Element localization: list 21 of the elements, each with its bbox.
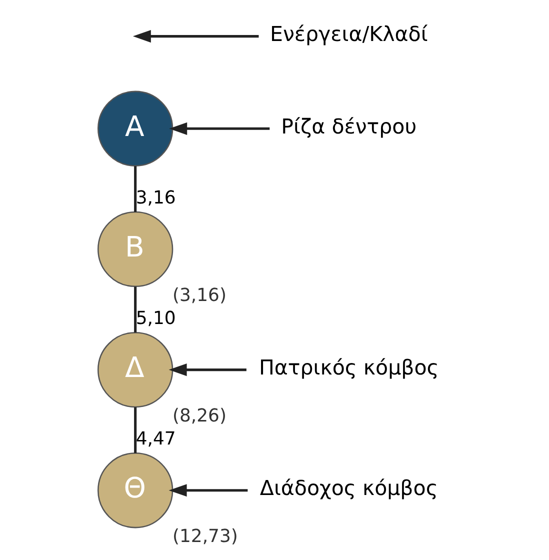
node-circle: A [97,90,174,166]
node-circle: B [97,211,174,288]
edge-label: 4,47 [136,428,176,450]
edge-label: 3,16 [136,187,176,208]
arrow [132,30,259,43]
connector [134,407,137,454]
arrow [168,484,248,497]
node-text: Ρίζα δέντρου [281,114,417,139]
node-label: (12,73) [172,526,238,547]
connector [134,166,137,212]
connector [134,286,137,333]
node-circle: Δ [97,332,174,408]
node-label: (8,26) [172,405,226,426]
node-text: Πατρικός κόμβος [258,356,439,380]
arrow [168,364,246,376]
node-label: (3,16) [172,284,226,306]
node-text: Ενέργεια/Κλαδί [270,22,428,46]
arrow [169,122,270,135]
node-text: Διάδοχος κόμβος [260,476,438,500]
node-circle: Θ [97,452,174,528]
edge-label: 5,10 [136,308,176,329]
